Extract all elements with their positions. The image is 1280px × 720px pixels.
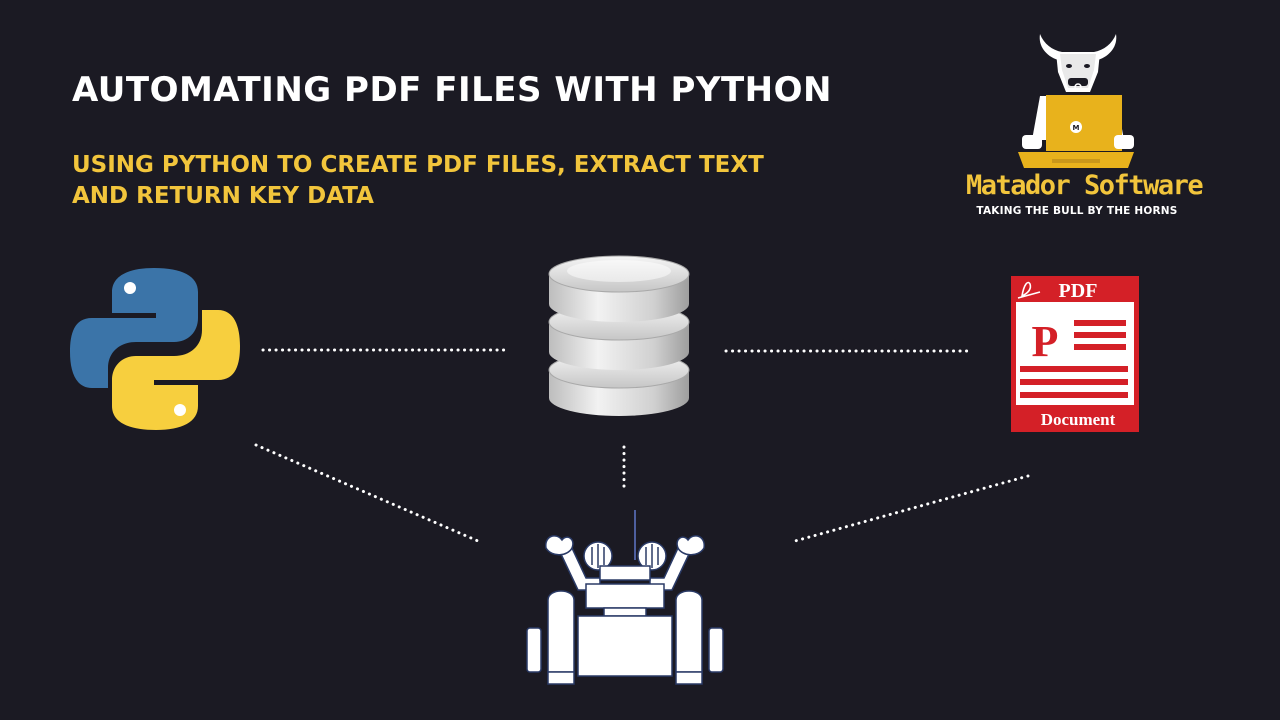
connector-pdf-robot [793,474,1030,543]
matador-logo-icon: M [1018,34,1134,168]
database-icon [548,255,690,416]
pdf-big-letter: P [1032,317,1059,366]
python-logo-icon [70,268,240,430]
pdf-document-icon: PDF P Document [1011,276,1139,432]
logo-letter: M [1073,124,1080,132]
subtitle-line-2: AND RETURN KEY DATA [72,183,374,209]
connectors [254,348,1030,543]
brand-name: Matador Software [966,170,1204,201]
connector-python-robot [254,443,480,543]
subtitle-line-1: USING PYTHON TO CREATE PDF FILES, EXTRAC… [72,152,764,178]
brand-tagline: TAKING THE BULL BY THE HORNS [976,205,1178,217]
pdf-top-label: PDF [1059,280,1098,302]
pdf-bottom-label: Document [1041,410,1116,429]
page-subtitle: USING PYTHON TO CREATE PDF FILES, EXTRAC… [72,150,832,212]
page-title: AUTOMATING PDF FILES WITH PYTHON [72,70,832,110]
robot-icon [526,510,724,685]
